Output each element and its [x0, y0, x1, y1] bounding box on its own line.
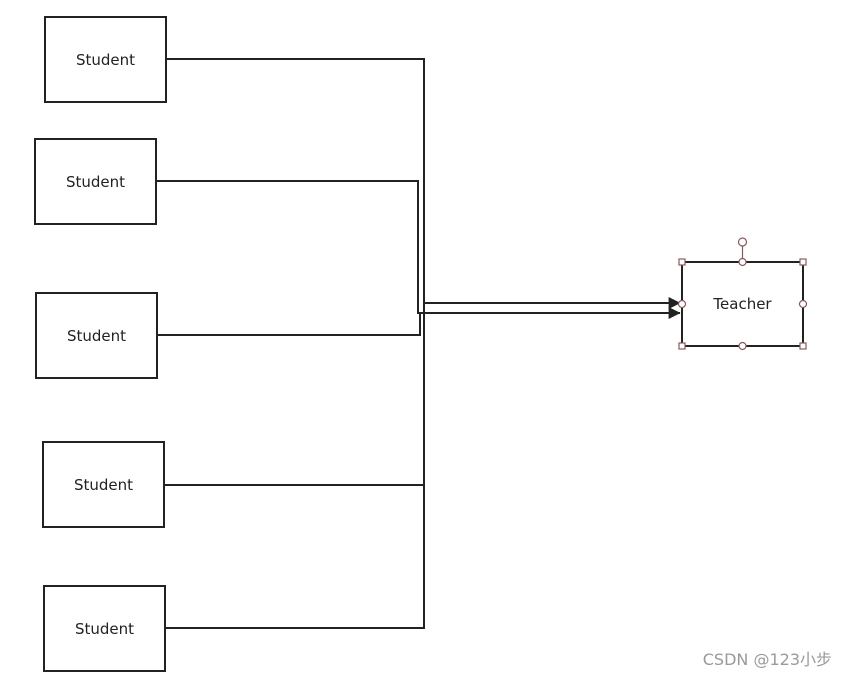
connectors: [156, 58, 681, 629]
student-node-3[interactable]: Student: [35, 292, 158, 379]
connector-student-4: [164, 303, 425, 486]
student-node-1[interactable]: Student: [44, 16, 167, 103]
teacher-node[interactable]: Teacher: [677, 237, 808, 351]
connector-student-3: [157, 313, 421, 336]
resize-handle-right[interactable]: [798, 299, 808, 309]
rotate-handle[interactable]: [737, 237, 748, 247]
resize-handle-top-left[interactable]: [678, 258, 686, 266]
connector-student-1: [166, 58, 681, 309]
student-node-2[interactable]: Student: [34, 138, 157, 225]
resize-handle-left[interactable]: [677, 299, 687, 309]
resize-handle-bottom[interactable]: [738, 341, 747, 351]
student-node-label: Student: [76, 51, 135, 69]
teacher-node-label: Teacher: [712, 295, 772, 313]
student-node-label: Student: [67, 327, 126, 345]
resize-handle-bottom-right[interactable]: [799, 342, 807, 350]
student-node-label: Student: [66, 173, 125, 191]
student-node-5[interactable]: Student: [43, 585, 166, 672]
connector-student-2: [156, 180, 681, 319]
resize-handle-bottom-left[interactable]: [678, 342, 686, 350]
watermark: CSDN @123小步: [702, 650, 832, 669]
student-node-label: Student: [74, 476, 133, 494]
selection-handles[interactable]: [677, 237, 808, 351]
student-node-4[interactable]: Student: [42, 441, 165, 528]
resize-handle-top-right[interactable]: [799, 258, 807, 266]
resize-handle-top[interactable]: [738, 257, 747, 267]
student-node-label: Student: [75, 620, 134, 638]
connector-student-5: [165, 485, 425, 629]
